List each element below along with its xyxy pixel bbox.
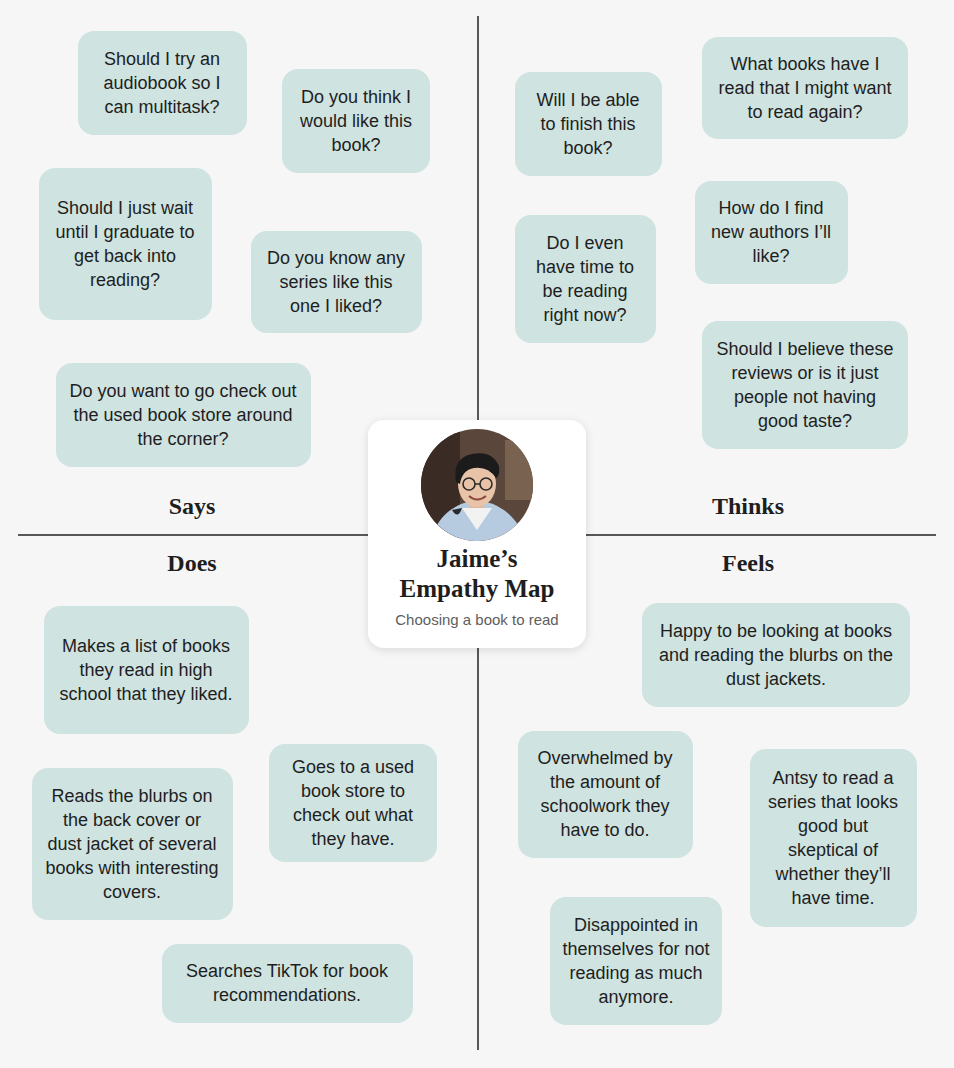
center-card	[368, 420, 586, 648]
sticky-note: What books have I read that I might want…	[702, 37, 908, 139]
note-text: Do I even have time to be reading right …	[527, 231, 644, 327]
title-card: Jaime’s Empathy MapChoosing a book to re…	[368, 544, 586, 630]
sticky-note: Should I just wait until I graduate to g…	[39, 168, 212, 320]
quadrant-label: Says	[169, 492, 216, 520]
quadrant-label: Thinks	[712, 492, 784, 520]
note-text: Should I just wait until I graduate to g…	[51, 196, 200, 292]
note-text: Do you know any series like this one I l…	[263, 246, 410, 318]
map-title: Jaime’s Empathy Map	[392, 544, 562, 604]
note-text: Reads the blurbs on the back cover or du…	[44, 784, 221, 904]
note-text: Makes a list of books they read in high …	[56, 634, 237, 706]
note-text: Goes to a used book store to check out w…	[281, 755, 425, 851]
sticky-note: How do I find new authors I’ll like?	[695, 181, 848, 284]
note-text: What books have I read that I might want…	[714, 52, 896, 124]
sticky-note: Reads the blurbs on the back cover or du…	[32, 768, 233, 920]
note-text: Overwhelmed by the amount of schoolwork …	[530, 746, 681, 842]
sticky-note: Happy to be looking at books and reading…	[642, 603, 910, 707]
sticky-note: Do I even have time to be reading right …	[515, 215, 656, 343]
note-text: Antsy to read a series that looks good b…	[762, 766, 905, 910]
sticky-note: Disappointed in themselves for not readi…	[550, 897, 722, 1025]
sticky-note: Will I be able to finish this book?	[515, 72, 662, 176]
map-subtitle: Choosing a book to read	[368, 610, 586, 630]
sticky-note: Overwhelmed by the amount of schoolwork …	[518, 731, 693, 858]
quadrant-label: Does	[167, 549, 216, 577]
sticky-note: Do you think I would like this book?	[282, 69, 430, 173]
note-text: Should I believe these reviews or is it …	[714, 337, 896, 433]
note-text: Will I be able to finish this book?	[527, 88, 650, 160]
sticky-note: Should I believe these reviews or is it …	[702, 321, 908, 449]
note-text: Searches TikTok for book recommendations…	[174, 959, 401, 1007]
profile-photo	[420, 428, 535, 542]
sticky-note: Searches TikTok for book recommendations…	[162, 944, 413, 1023]
note-text: How do I find new authors I’ll like?	[707, 196, 836, 268]
quadrant-label: Feels	[722, 549, 774, 577]
note-text: Disappointed in themselves for not readi…	[562, 913, 710, 1009]
note-text: Happy to be looking at books and reading…	[654, 619, 898, 691]
sticky-note: Should I try an audiobook so I can multi…	[78, 31, 247, 135]
note-text: Should I try an audiobook so I can multi…	[90, 47, 235, 119]
sticky-note: Antsy to read a series that looks good b…	[750, 749, 917, 927]
sticky-note: Do you want to go check out the used boo…	[56, 363, 311, 467]
sticky-note: Makes a list of books they read in high …	[44, 606, 249, 734]
note-text: Do you want to go check out the used boo…	[68, 379, 299, 451]
sticky-note: Goes to a used book store to check out w…	[269, 744, 437, 862]
sticky-note: Do you know any series like this one I l…	[251, 231, 422, 333]
note-text: Do you think I would like this book?	[294, 85, 418, 157]
